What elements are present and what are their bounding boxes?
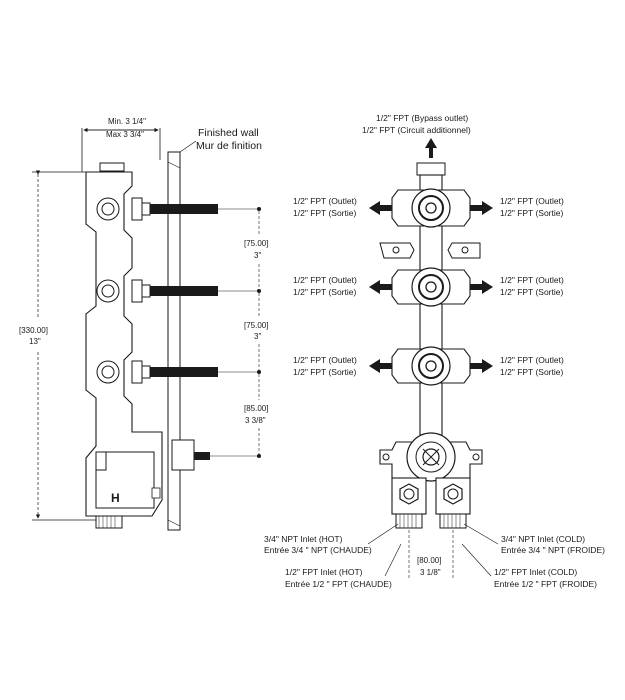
valve-body-side: H [85, 162, 163, 529]
mixing-stem [171, 439, 210, 471]
outlet-3-right-fr: 1/2" FPT (Sortie) [500, 367, 563, 377]
overall-height-mm: [330.00] [19, 326, 48, 335]
outlet-labels: 1/2" FPT (Outlet) 1/2" FPT (Sortie) 1/2"… [293, 196, 564, 377]
outlet-3-right-en: 1/2" FPT (Outlet) [500, 355, 564, 365]
depth-dimension: Min. 3 1/4" Max 3 3/4" [81, 117, 161, 172]
overall-height-dimension: [330.00] 13" [19, 170, 96, 521]
inlet-spacing-in: 3 1/8" [420, 568, 441, 577]
npt-cold-label: 3/4" NPT Inlet (COLD) [501, 534, 585, 544]
spacing-dimension-chain: [75.00] 3" [75.00] 3" [85.00] 3 3/8" [210, 207, 268, 458]
spacing-2-mm: [75.00] [244, 321, 268, 330]
inlet-hot [391, 477, 427, 529]
depth-max-text: Max 3 3/4" [106, 130, 144, 139]
inlet-spacing-dimension: [80.00] 3 1/8" [408, 530, 454, 578]
fpt-cold-label-fr: Entrée 1/2 " FPT (FROIDE) [494, 579, 597, 589]
threaded-stem-1 [131, 197, 218, 221]
overall-height-in: 13" [29, 337, 41, 346]
npt-hot-label-fr: Entrée 3/4 " NPT (CHAUDE) [264, 545, 372, 555]
bypass-label-fr: 1/2" FPT (Circuit additionnel) [362, 125, 471, 135]
front-view: 1/2" FPT (Bypass outlet) 1/2" FPT (Circu… [264, 113, 605, 589]
outlet-2-left-en: 1/2" FPT (Outlet) [293, 275, 357, 285]
npt-cold-label-fr: Entrée 3/4 " NPT (FROIDE) [501, 545, 605, 555]
outlet-body-2 [391, 267, 471, 307]
depth-min-text: Min. 3 1/4" [108, 117, 146, 126]
bypass-arrow [425, 138, 437, 158]
spacing-2-in: 3" [254, 332, 261, 341]
finished-wall-label: Finished wall [198, 127, 259, 139]
outlet-body-1 [391, 188, 471, 228]
spacing-1-in: 3" [254, 251, 261, 260]
outlet-arrows [369, 201, 493, 373]
spacing-3-mm: [85.00] [244, 404, 268, 413]
mixing-housing [379, 432, 483, 482]
spacing-3-in: 3 3/8" [245, 416, 266, 425]
threaded-stem-2 [131, 279, 218, 303]
inlet-spacing-mm: [80.00] [417, 556, 441, 565]
spacing-1-mm: [75.00] [244, 239, 268, 248]
bypass-stub [416, 162, 446, 176]
fpt-hot-label-fr: Entrée 1/2 " FPT (CHAUDE) [285, 579, 392, 589]
outlet-body-3 [391, 346, 471, 386]
hot-marking: H [111, 491, 120, 505]
wall-leader-line [179, 140, 197, 153]
outlet-3-left-en: 1/2" FPT (Outlet) [293, 355, 357, 365]
outlet-1-left-en: 1/2" FPT (Outlet) [293, 196, 357, 206]
outlet-1-left-fr: 1/2" FPT (Sortie) [293, 208, 356, 218]
outlet-1-right-fr: 1/2" FPT (Sortie) [500, 208, 563, 218]
outlet-3-left-fr: 1/2" FPT (Sortie) [293, 367, 356, 377]
threaded-stem-3 [131, 360, 218, 384]
fpt-hot-label: 1/2" FPT Inlet (HOT) [285, 567, 363, 577]
outlet-2-left-fr: 1/2" FPT (Sortie) [293, 287, 356, 297]
inlet-cold [435, 477, 471, 529]
finished-wall-label-fr: Mur de finition [196, 140, 262, 152]
finished-wall [167, 151, 181, 531]
inlet-labels: 3/4" NPT Inlet (HOT) Entrée 3/4 " NPT (C… [264, 523, 605, 589]
outlet-2-right-fr: 1/2" FPT (Sortie) [500, 287, 563, 297]
outlet-2-right-en: 1/2" FPT (Outlet) [500, 275, 564, 285]
bypass-label: 1/2" FPT (Bypass outlet) [376, 113, 468, 123]
side-view: Min. 3 1/4" Max 3 3/4" Finished wall Mur… [19, 117, 268, 531]
npt-hot-label: 3/4" NPT Inlet (HOT) [264, 534, 343, 544]
outlet-1-right-en: 1/2" FPT (Outlet) [500, 196, 564, 206]
fpt-cold-label: 1/2" FPT Inlet (COLD) [494, 567, 577, 577]
